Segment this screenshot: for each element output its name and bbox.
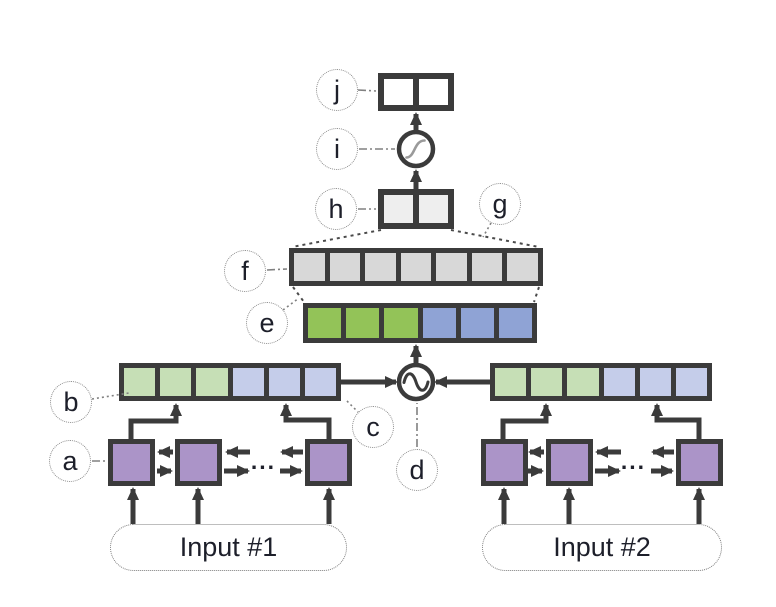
rnn-cell-right-2	[546, 439, 593, 486]
arrow-l3-to-bleft	[280, 403, 332, 440]
vector-cell	[419, 195, 448, 223]
vector-cell	[329, 253, 361, 281]
vector-cell	[400, 253, 432, 281]
label-circle-c: c	[352, 406, 394, 448]
ellipsis-left: ...	[250, 447, 277, 474]
vector-cell	[294, 253, 325, 281]
label-circle-j: j	[316, 69, 358, 111]
rnn-cell-left-2	[175, 439, 222, 486]
input-2-box: Input #2	[482, 524, 722, 571]
vector-cell	[268, 368, 300, 396]
vector-cell	[384, 195, 413, 223]
vector-cell	[567, 368, 599, 396]
combine-node	[396, 362, 436, 402]
arrow-r1-to-bright	[500, 403, 552, 440]
sigmoid-icon	[405, 139, 426, 159]
arrow-l1-to-bleft	[128, 403, 182, 440]
vector-h-preactivation	[378, 189, 454, 229]
vector-b-right-states	[490, 363, 712, 401]
vector-cell	[675, 368, 708, 396]
vector-cell	[160, 368, 192, 396]
label-circle-a: a	[49, 440, 91, 482]
rnn-cell-left-1	[108, 439, 155, 486]
label-circle-g: g	[479, 183, 521, 225]
vector-cell	[196, 368, 228, 396]
vector-cell	[365, 253, 396, 281]
vector-cell	[384, 79, 413, 105]
vector-f-hidden	[289, 248, 543, 286]
vector-cell	[507, 253, 539, 281]
leader-e	[282, 297, 300, 311]
label-circle-d: d	[396, 449, 438, 491]
vector-cell	[531, 368, 563, 396]
vector-b-left-states	[119, 363, 341, 401]
vector-cell	[346, 308, 380, 338]
vector-cell	[124, 368, 156, 396]
label-circle-e: e	[246, 302, 288, 344]
vector-cell	[436, 253, 467, 281]
label-circle-b: b	[50, 381, 92, 423]
activation-node	[396, 129, 436, 169]
vector-cell	[639, 368, 671, 396]
vector-cell	[308, 308, 342, 338]
vector-cell	[384, 308, 418, 338]
vector-cell	[603, 368, 635, 396]
vector-cell	[495, 368, 527, 396]
vector-cell	[419, 79, 448, 105]
vector-e-combined	[303, 303, 537, 343]
input-1-box: Input #1	[110, 524, 347, 571]
sine-icon	[402, 372, 430, 392]
arrow-r3-to-bright	[651, 403, 702, 440]
label-circle-i: i	[316, 128, 358, 170]
vector-j-output	[378, 73, 454, 111]
leader-c	[344, 398, 360, 414]
vector-cell	[304, 368, 337, 396]
vector-cell	[460, 308, 494, 338]
leader-g	[482, 222, 492, 238]
leader-f	[266, 268, 288, 271]
vector-cell	[422, 308, 456, 338]
vector-cell	[232, 368, 264, 396]
ellipsis-right: ...	[620, 447, 647, 474]
rnn-cell-right-1	[481, 439, 528, 486]
rnn-cell-left-3	[305, 439, 352, 486]
label-circle-f: f	[224, 250, 266, 292]
input-2-label: Input #2	[553, 532, 651, 562]
leader-j	[357, 89, 377, 92]
vector-cell	[498, 308, 533, 338]
input-1-label: Input #1	[179, 532, 278, 562]
vector-cell	[471, 253, 503, 281]
rnn-cell-right-3	[676, 439, 723, 486]
label-circle-h: h	[315, 188, 357, 230]
